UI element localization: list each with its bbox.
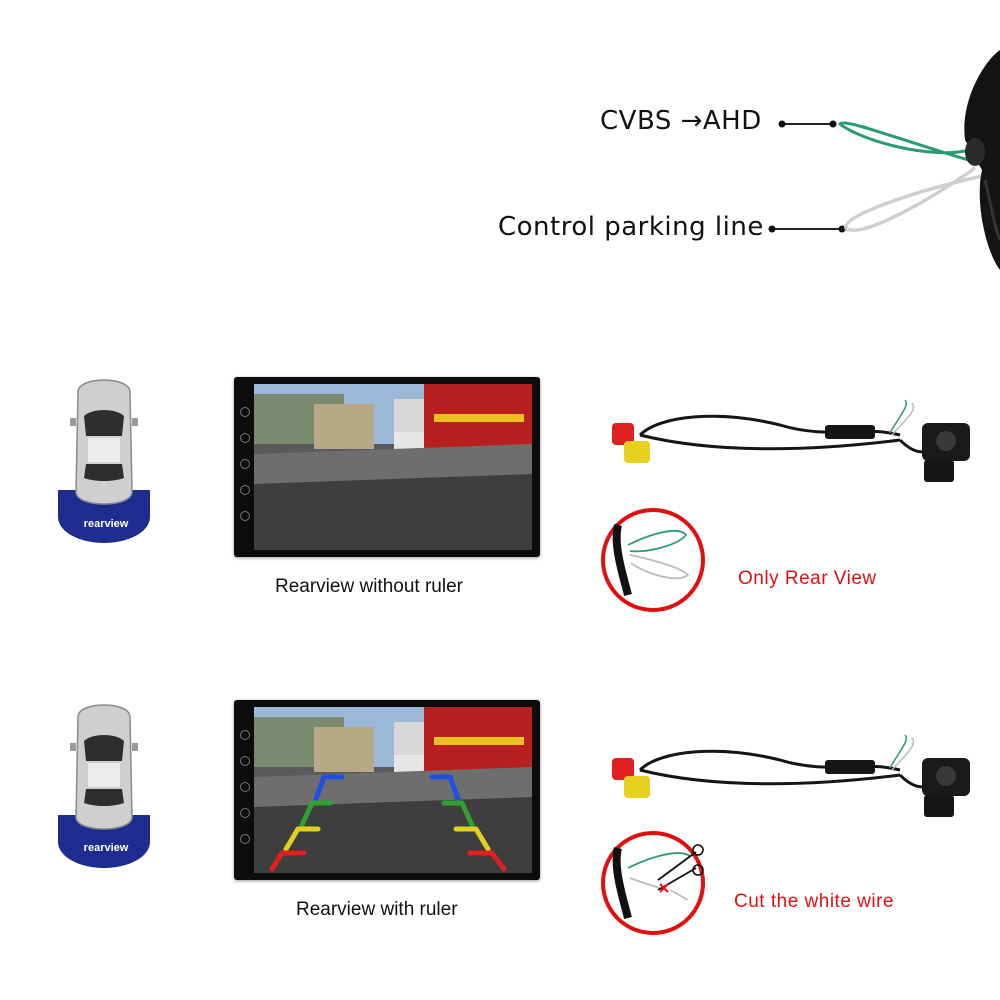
home-icon [240, 756, 250, 766]
only-rear-view-label: Only Rear View [738, 568, 877, 589]
rearview-camera-feed-with-guidelines [254, 707, 532, 873]
volume-down-icon [240, 511, 250, 521]
wire-detail-circle-2 [601, 831, 705, 935]
camera-wires-illustration [768, 50, 1000, 270]
home-icon [240, 433, 250, 443]
back-icon [240, 782, 250, 792]
power-icon [240, 730, 250, 740]
cut-the-white-wire-label: Cut the white wire [734, 891, 895, 912]
caption-with-ruler: Rearview with ruler [296, 899, 458, 920]
camera-cable-illustration-2 [612, 734, 970, 817]
back-icon [240, 459, 250, 469]
volume-down-icon [240, 834, 250, 844]
head-unit-nav-buttons-2 [238, 700, 252, 880]
camera-cable-illustration-1 [612, 399, 970, 482]
head-unit-nav-buttons [238, 377, 252, 557]
rearview-badge-label-2: rearview [83, 842, 129, 854]
power-icon [240, 407, 250, 417]
head-unit-screen-with-ruler [234, 700, 540, 880]
volume-up-icon [240, 808, 250, 818]
head-unit-screen-without-ruler [234, 377, 540, 557]
car-rearview-icon [58, 379, 150, 543]
caption-without-ruler: Rearview without ruler [275, 576, 463, 597]
control-parking-line-label: Control parking line [498, 212, 764, 242]
wire-detail-circle-1 [601, 508, 705, 612]
volume-up-icon [240, 485, 250, 495]
cvbs-ahd-label: CVBS →AHD [600, 106, 762, 136]
car-rearview-icon-2 [58, 704, 150, 868]
parking-guide-lines [269, 774, 507, 872]
rearview-badge-label: rearview [83, 518, 129, 530]
rearview-camera-feed [254, 384, 532, 550]
